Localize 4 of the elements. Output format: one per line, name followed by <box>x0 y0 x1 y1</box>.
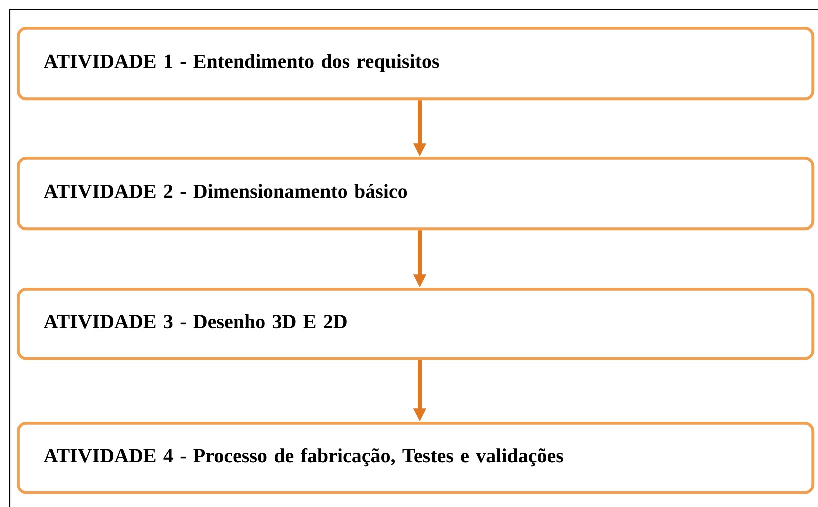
process-box: ATIVIDADE 3 - Desenho 3D E 2D <box>17 288 815 360</box>
process-box: ATIVIDADE 4 - Processo de fabricação, Testes e validações <box>17 422 815 494</box>
process-box: ATIVIDADE 2 - Dimensionamento básico <box>17 157 815 231</box>
process-box: ATIVIDADE 1 - Entendimento dos requisitos <box>17 27 815 101</box>
